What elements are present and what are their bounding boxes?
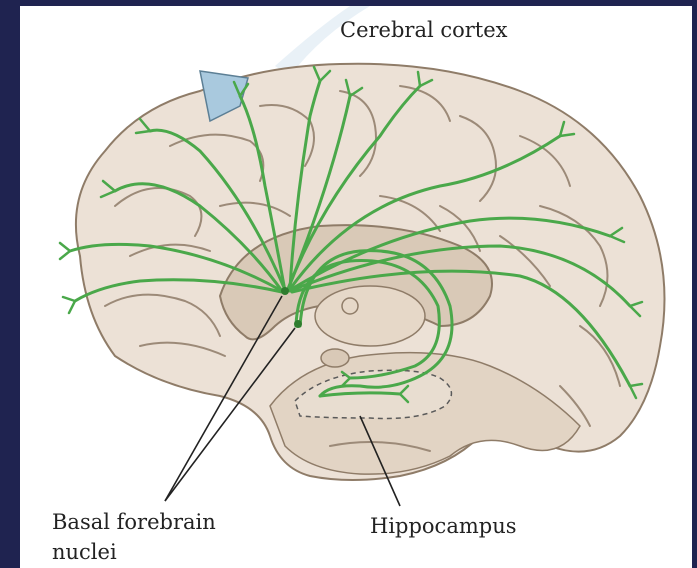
label-basal-forebrain: Basal forebrain — [52, 510, 216, 534]
nucleus-dot — [281, 287, 289, 295]
figure-panel: Cerebral cortex Basal forebrain nuclei H… — [20, 6, 692, 568]
brain-diagram — [20, 6, 692, 568]
thalamus — [315, 286, 425, 346]
label-basal-forebrain-nuclei: nuclei — [52, 540, 117, 564]
label-hippocampus: Hippocampus — [370, 514, 517, 538]
nucleus-dot — [294, 320, 302, 328]
label-cerebral-cortex: Cerebral cortex — [340, 18, 508, 42]
